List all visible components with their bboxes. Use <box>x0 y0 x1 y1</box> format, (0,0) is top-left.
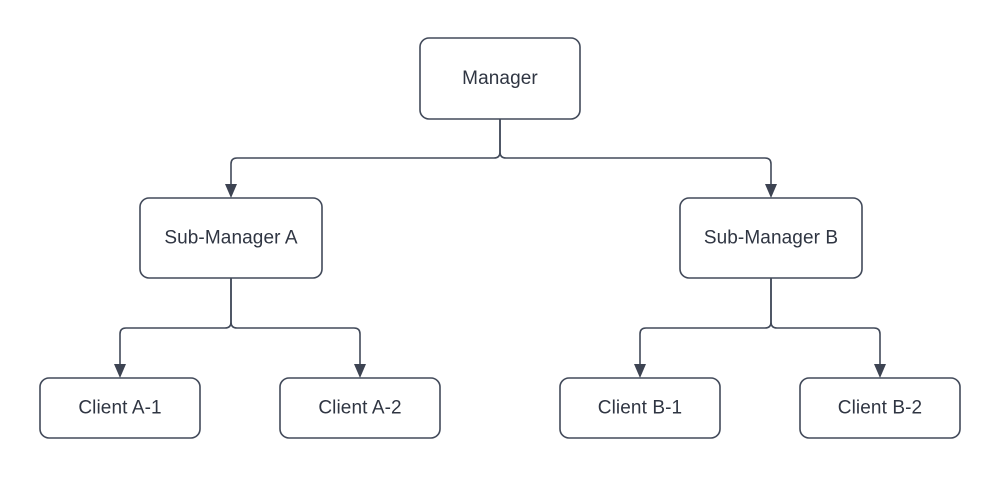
node-label: Client B-1 <box>598 398 682 419</box>
node-box[interactable] <box>419 37 581 120</box>
connector-line <box>119 278 232 364</box>
connector-sub-manager-b-to-client-b-2 <box>770 278 886 378</box>
node-client-b-2[interactable]: Client B-2 <box>799 377 961 439</box>
node-client-a-2[interactable]: Client A-2 <box>279 377 441 439</box>
node-box[interactable] <box>139 197 323 279</box>
arrowhead-icon <box>634 364 646 378</box>
node-box[interactable] <box>39 377 201 439</box>
node-layer: Manager Sub-Manager A Sub-Manager B Clie… <box>39 37 961 439</box>
arrowhead-icon <box>354 364 366 378</box>
connector-line <box>770 278 881 364</box>
node-label: Client B-2 <box>838 398 922 419</box>
edge-layer <box>114 119 886 378</box>
connector-sub-manager-a-to-client-a-2 <box>230 278 366 378</box>
connector-manager-to-sub-manager-a <box>225 119 501 198</box>
node-box[interactable] <box>679 197 863 279</box>
connector-sub-manager-a-to-client-a-1 <box>114 278 232 378</box>
node-label: Manager <box>462 68 538 89</box>
node-label: Sub-Manager B <box>704 228 838 249</box>
node-client-b-1[interactable]: Client B-1 <box>559 377 721 439</box>
node-box[interactable] <box>559 377 721 439</box>
connector-manager-to-sub-manager-b <box>499 119 777 198</box>
node-label: Sub-Manager A <box>164 228 298 249</box>
node-label: Client A-2 <box>318 398 401 419</box>
connector-line <box>230 278 361 364</box>
node-sub-manager-a[interactable]: Sub-Manager A <box>139 197 323 279</box>
node-manager[interactable]: Manager <box>419 37 581 120</box>
node-label: Client A-1 <box>78 398 161 419</box>
arrowhead-icon <box>225 184 237 198</box>
node-box[interactable] <box>279 377 441 439</box>
arrowhead-icon <box>874 364 886 378</box>
node-box[interactable] <box>799 377 961 439</box>
connector-sub-manager-b-to-client-b-1 <box>634 278 772 378</box>
connector-line <box>499 119 772 184</box>
node-client-a-1[interactable]: Client A-1 <box>39 377 201 439</box>
node-sub-manager-b[interactable]: Sub-Manager B <box>679 197 863 279</box>
connector-line <box>230 119 501 184</box>
arrowhead-icon <box>765 184 777 198</box>
connector-line <box>639 278 772 364</box>
arrowhead-icon <box>114 364 126 378</box>
